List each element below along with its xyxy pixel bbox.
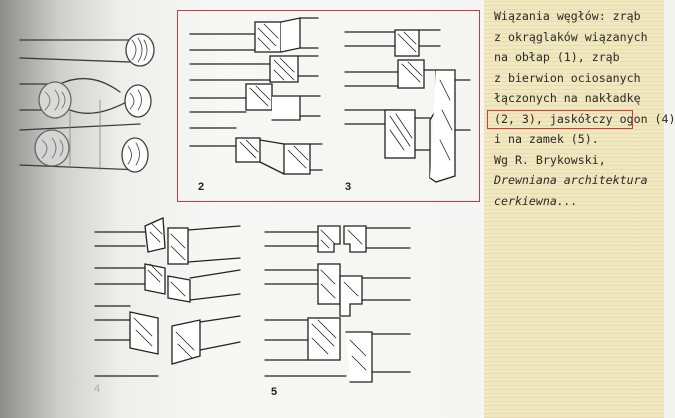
figure-4-dovetail-joint (94, 217, 241, 377)
highlight-box-dovetail-term (487, 110, 633, 129)
figure-2-label: 2 (198, 181, 205, 193)
caption-line: z okrąglaków wiązanych (494, 29, 648, 44)
figure-caption: Wiązania węgłów: zrąb z okrąglaków wiąza… (494, 6, 675, 211)
caption-line: i na zamek (5). (494, 132, 599, 146)
figure-4-label: 4 (94, 383, 101, 395)
figure-3-label: 3 (345, 181, 352, 193)
caption-line: Wg R. Brykowski, (494, 152, 606, 167)
caption-line-title: Drewniana architektura (494, 173, 648, 187)
figure-3-lap-joint (344, 29, 471, 183)
caption-line-title: cerkiewna... (494, 193, 578, 208)
caption-line: (2, 3), jaskółczy ogon (4) (494, 111, 675, 126)
caption-line: z bierwion ociosanych (494, 70, 641, 85)
highlight-frame-figures-2-3 (177, 10, 480, 202)
caption-line: Wiązania węgłów: zrąb (494, 9, 641, 23)
caption-line: łączonych na nakładkę (494, 91, 641, 105)
figure-5-lock-joint (264, 225, 411, 383)
figure-5-label: 5 (271, 386, 278, 398)
figure-1-round-log-joint (19, 33, 155, 173)
caption-sidebar (484, 0, 664, 418)
caption-line: na obłap (1), zrąb (494, 50, 620, 64)
figure-2-lap-joint (189, 17, 323, 175)
